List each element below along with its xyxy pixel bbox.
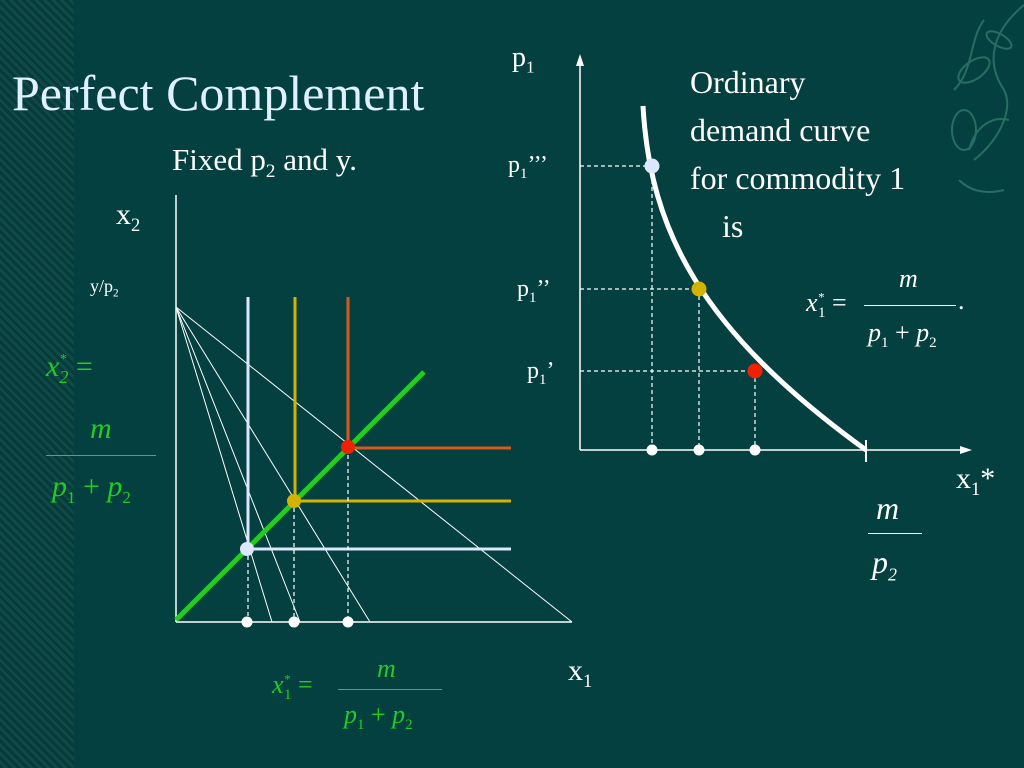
max-quantity-denominator: p2 [872, 544, 897, 585]
budget-line-1 [175, 306, 573, 623]
price-label-mid: p1’’ [517, 276, 551, 306]
description-line-1: Ordinary [690, 64, 806, 100]
slide-title: Perfect Complement [12, 65, 425, 121]
optimum-point-red [341, 440, 355, 454]
description-line-4: is [722, 208, 744, 244]
budget-line-3 [175, 306, 301, 623]
slide-subtitle: Fixed p2 and y. [172, 142, 357, 183]
x1-equation-denominator: p1 + p2 [344, 700, 413, 734]
description-line-2: demand curve [690, 112, 871, 148]
max-quantity-numerator: m [876, 490, 900, 526]
left-graph [174, 195, 573, 628]
demand-equation-bar [864, 305, 956, 306]
x1-equation-bar [338, 689, 442, 690]
optimum-point-yellow [287, 494, 301, 508]
left-y-axis-label: x2 [116, 198, 141, 236]
budget-line-4 [175, 306, 273, 623]
demand-point-red [747, 363, 763, 379]
right-graph [576, 54, 972, 462]
right-axis-dot-2 [693, 444, 705, 456]
budget-line-2 [175, 306, 371, 623]
right-y-axis-label: p1 [512, 42, 535, 77]
demand-equation-numerator: m [899, 264, 918, 293]
demand-point-white [644, 158, 660, 174]
demand-equation-denominator: p1 + p2 [868, 318, 937, 352]
floral-ornament-icon [951, 4, 1024, 193]
description-line-3: for commodity 1 [690, 160, 906, 196]
demand-equation-period: . [958, 286, 965, 315]
x2-equation-bar [46, 455, 156, 456]
left-x-axis-label: x1 [568, 654, 593, 692]
x2-equation-numerator: m [90, 412, 112, 445]
optimum-point-white [240, 542, 254, 556]
right-axis-dot-3 [749, 444, 761, 456]
left-axis-dot-3 [342, 616, 354, 628]
x2-equation-lhs: x*2 = [46, 350, 93, 387]
expansion-path [174, 370, 426, 622]
right-y-axis-arrow [576, 54, 584, 66]
x1-equation-lhs: x*1 = [272, 670, 313, 704]
price-label-high: p1’’’ [508, 152, 548, 182]
x2-equation-denominator: p1 + p2 [52, 470, 131, 507]
left-axis-dot-1 [241, 616, 253, 628]
right-axis-dot-1 [646, 444, 658, 456]
max-quantity-bar [868, 533, 922, 534]
demand-equation-lhs: x*1 = [806, 288, 847, 322]
intercept-label: y/p2 [90, 276, 119, 300]
demand-point-yellow [691, 281, 707, 297]
price-label-low: p1’ [527, 358, 555, 388]
left-axis-dot-2 [288, 616, 300, 628]
demand-description: Ordinary demand curve for commodity 1 is [690, 58, 1020, 250]
demand-curve [640, 105, 868, 453]
right-x-axis-arrow [960, 446, 972, 454]
right-x-axis-label: x1* [956, 462, 996, 500]
side-stripe [0, 0, 74, 768]
x1-equation-numerator: m [377, 654, 396, 683]
